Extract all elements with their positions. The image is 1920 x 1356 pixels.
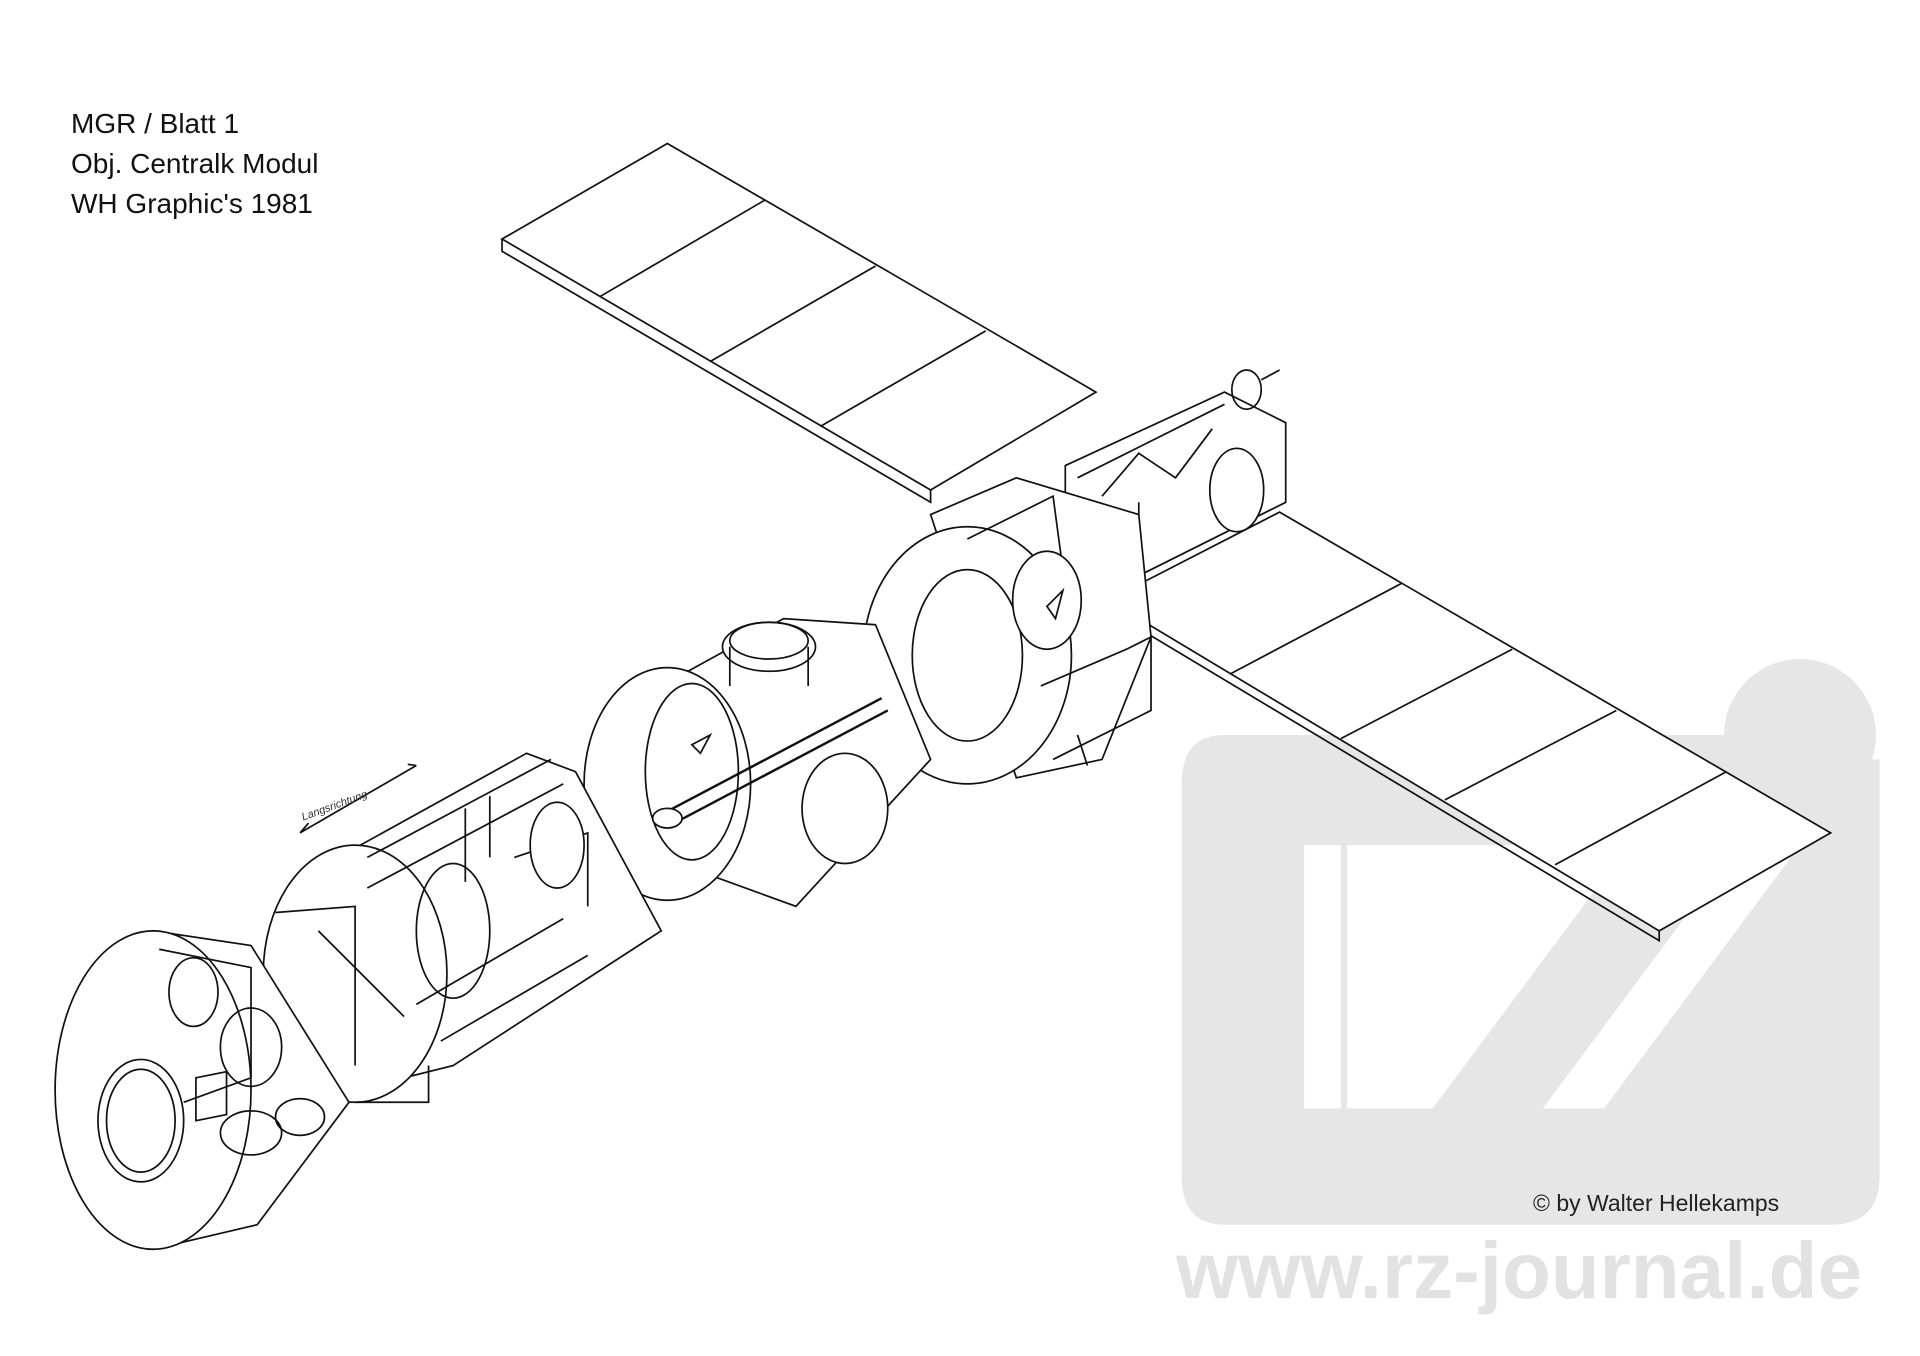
- node-module: [583, 617, 932, 908]
- watermark-url: www.rz-journal.de: [1176, 1226, 1862, 1315]
- copyright-text: © by Walter Hellekamps: [1533, 1190, 1780, 1216]
- station-line-art: [54, 142, 1833, 1251]
- caption-credit: WH Graphic's 1981: [71, 188, 313, 219]
- drawing-caption: MGR / Blatt 1 Obj. Centralk Modul WH Gra…: [71, 104, 318, 224]
- caption-sheet: MGR / Blatt 1: [71, 108, 240, 139]
- upper-solar-array: [500, 142, 1098, 504]
- caption-object: Obj. Centralk Modul: [71, 148, 319, 179]
- central-module: [862, 476, 1152, 785]
- docking-module: [54, 929, 351, 1251]
- habitation-module: [262, 752, 663, 1104]
- direction-arrow-icon: [299, 763, 417, 834]
